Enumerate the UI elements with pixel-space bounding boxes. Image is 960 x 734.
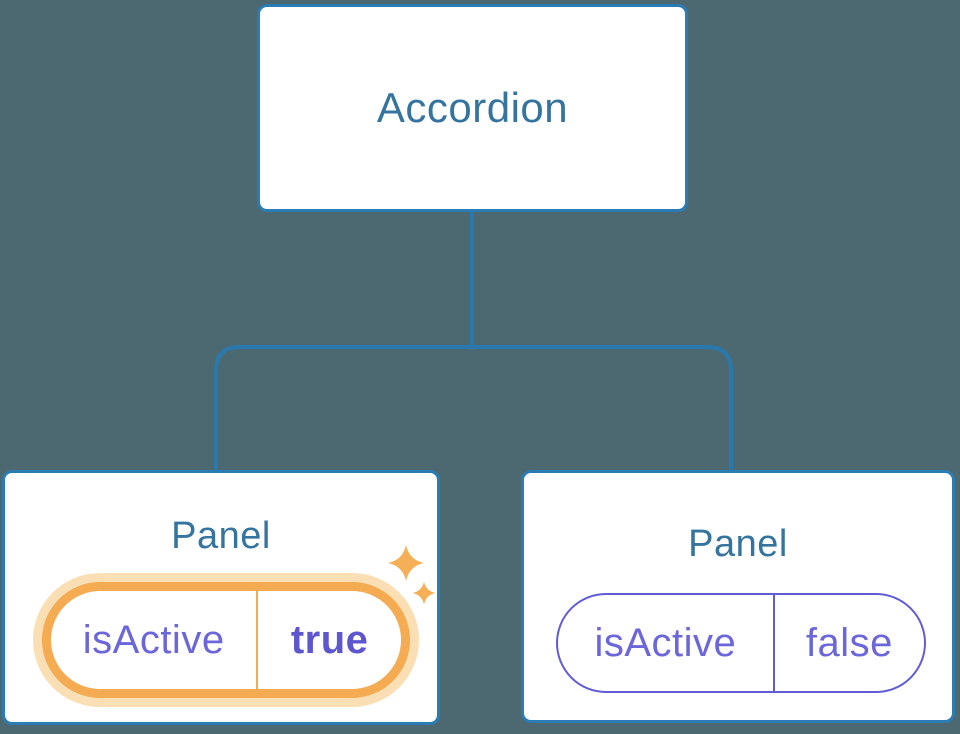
accordion-label: Accordion: [376, 84, 569, 131]
accordion-node: Accordion: [257, 4, 688, 212]
panel-node-inactive: Panel isActive false: [521, 470, 955, 723]
state-value: true: [290, 617, 369, 662]
state-pill-active: isActive true: [42, 582, 410, 698]
sparkle-icon-small: [412, 581, 436, 605]
panel-title: Panel: [688, 523, 788, 565]
state-value: false: [805, 620, 893, 665]
sparkle-icons: [388, 545, 436, 605]
panel-node-active: Panel isActive true: [2, 470, 440, 725]
state-name: isActive: [558, 595, 775, 691]
state-pill-inactive: isActive false: [556, 593, 926, 693]
panel-title: Panel: [171, 515, 271, 557]
connector-branch: [214, 345, 733, 472]
state-name: isActive: [51, 591, 259, 689]
sparkle-icon-large: [388, 545, 424, 581]
